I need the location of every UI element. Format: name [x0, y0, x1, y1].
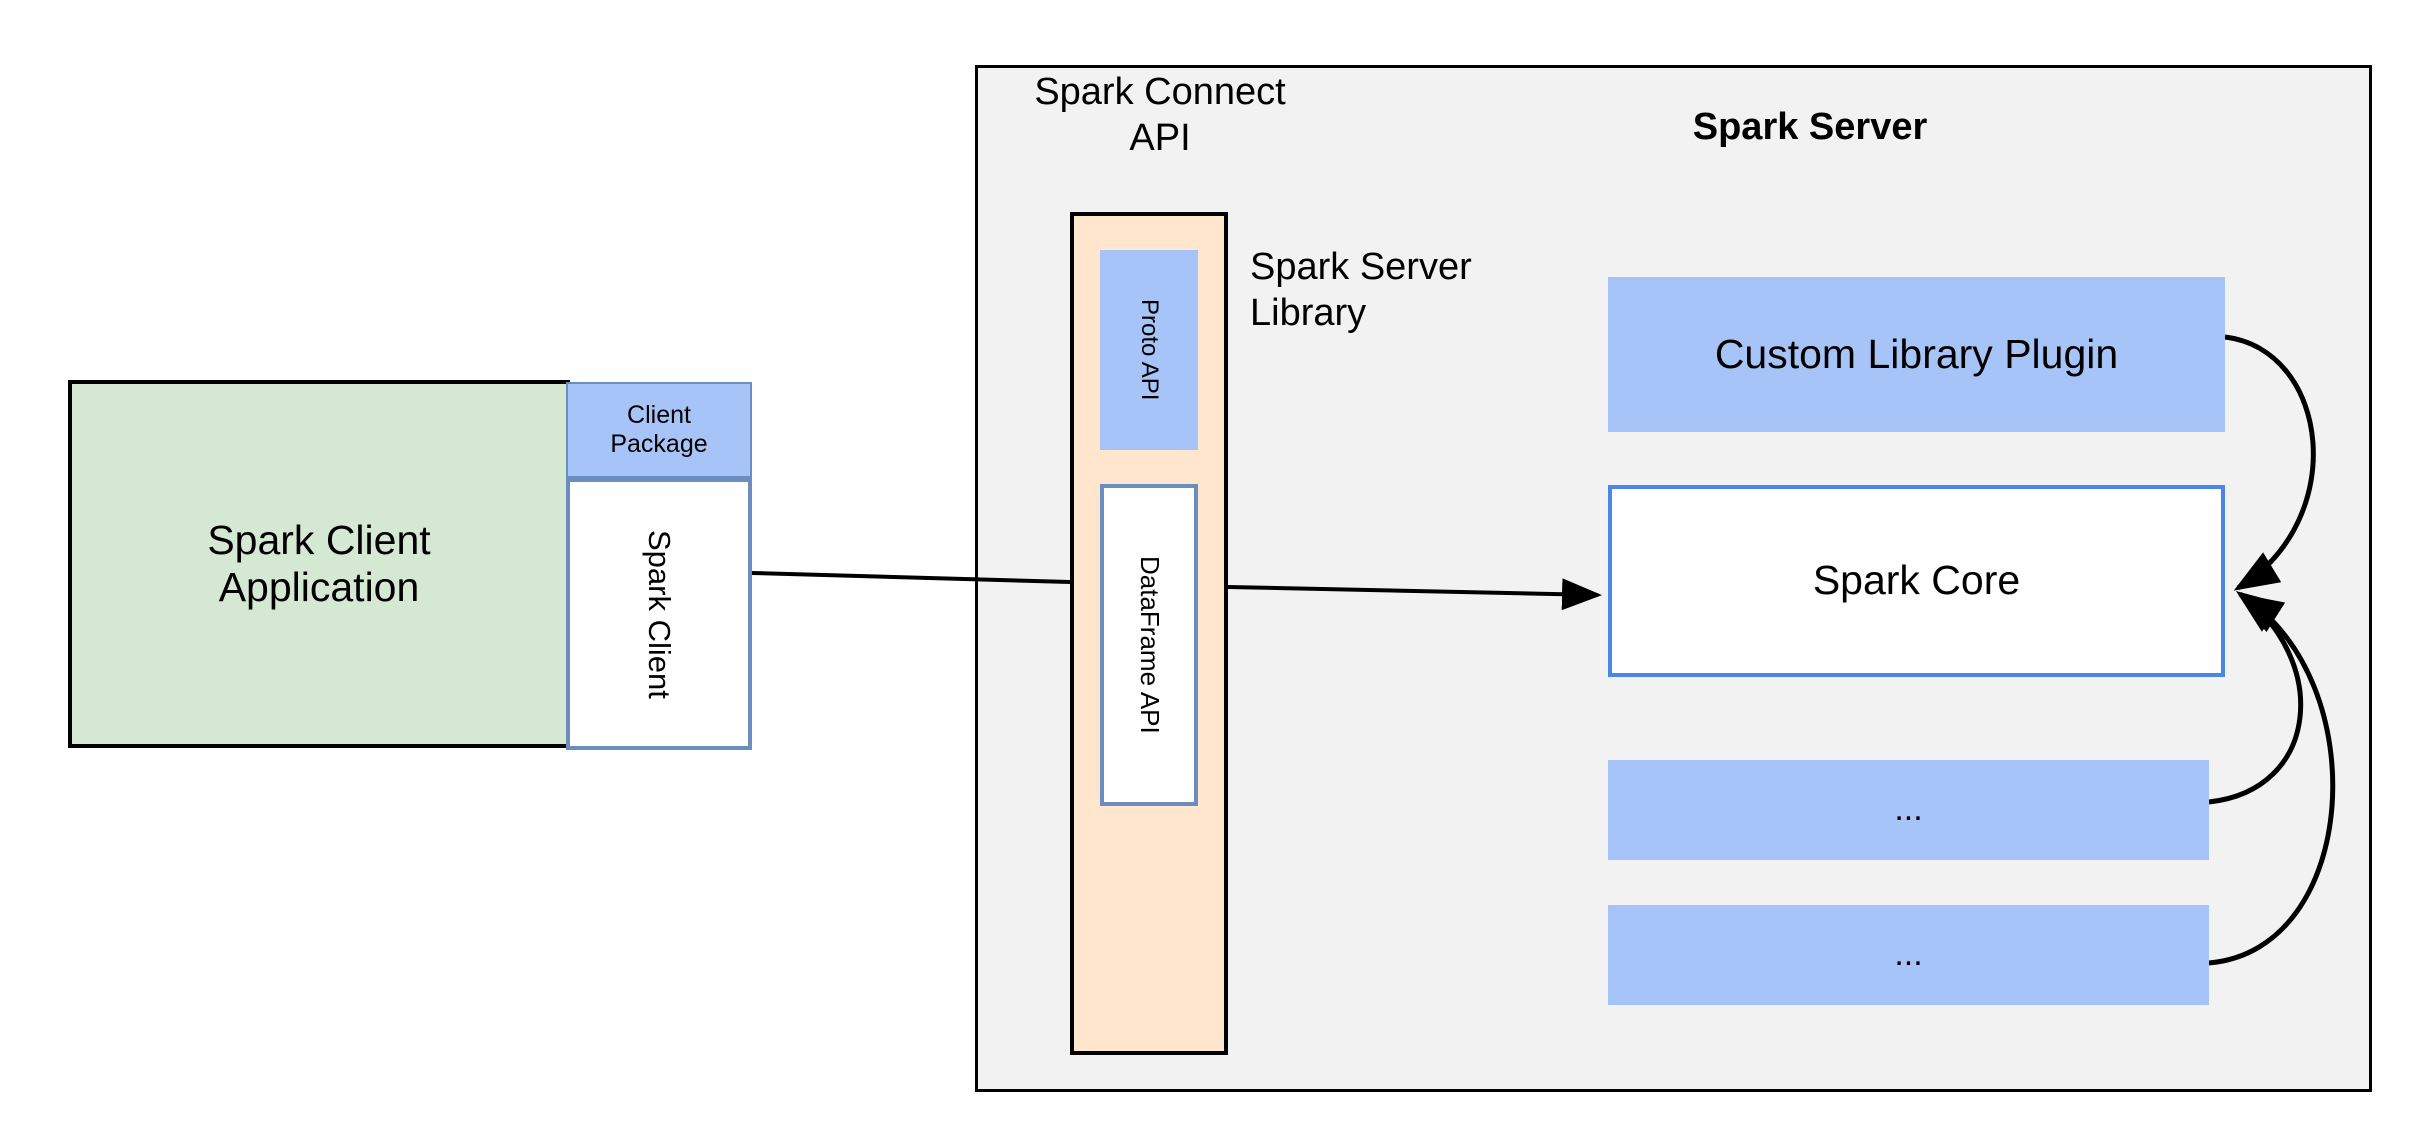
server-component-placeholder-1-label: ... [1894, 790, 1923, 829]
client-package-box[interactable]: Client Package [566, 382, 752, 478]
server-component-placeholder-1[interactable]: ... [1608, 760, 2209, 860]
spark-server-title: Spark Server [1692, 106, 1928, 148]
spark-client-label: Spark Client [641, 529, 677, 699]
dataframe-api-box[interactable]: DataFrame API [1100, 484, 1198, 806]
server-component-placeholder-2[interactable]: ... [1608, 905, 2209, 1005]
spark-client-box[interactable]: Spark Client [566, 478, 752, 750]
spark-connect-api-label: Spark Connect API [1034, 71, 1286, 159]
spark-server-library-label: Spark Server Library [1250, 246, 1472, 334]
custom-library-plugin-box[interactable]: Custom Library Plugin [1608, 277, 2225, 432]
dataframe-api-label: DataFrame API [1134, 556, 1165, 734]
spark-core-box[interactable]: Spark Core [1608, 485, 2225, 677]
proto-api-box[interactable]: Proto API [1100, 250, 1198, 450]
client-package-label: Client Package [610, 401, 708, 458]
spark-connect-api-column[interactable] [1070, 212, 1228, 1055]
spark-client-application-box[interactable]: Spark Client Application [68, 380, 570, 748]
custom-library-plugin-label: Custom Library Plugin [1714, 330, 2119, 377]
spark-client-application-label: Spark Client Application [207, 516, 431, 610]
proto-api-label: Proto API [1135, 299, 1163, 401]
server-component-placeholder-2-label: ... [1894, 935, 1923, 974]
spark-core-label: Spark Core [1812, 557, 2021, 604]
